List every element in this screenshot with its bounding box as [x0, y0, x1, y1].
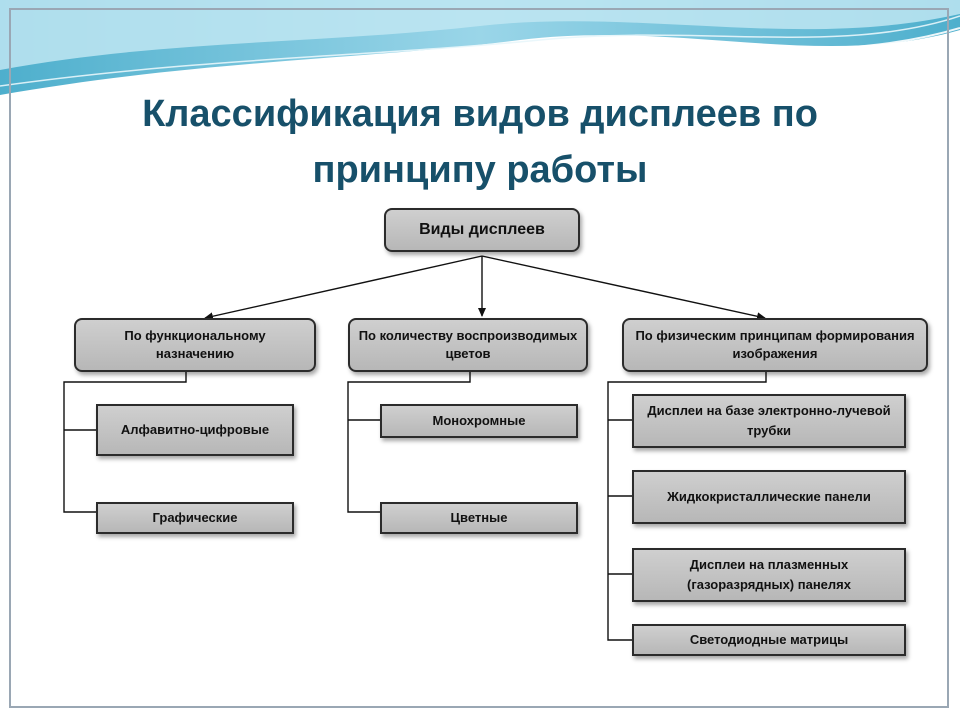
leaf-lcd: Жидкокристаллические панели [632, 470, 906, 524]
slide-frame [9, 8, 949, 708]
root-node: Виды дисплеев [384, 208, 580, 252]
category-physical: По физическим принципам формирования изо… [622, 318, 928, 372]
category-functional: По функциональному назначению [74, 318, 316, 372]
leaf-led: Светодиодные матрицы [632, 624, 906, 656]
leaf-alphanumeric: Алфавитно-цифровые [96, 404, 294, 456]
leaf-graphic: Графические [96, 502, 294, 534]
leaf-color: Цветные [380, 502, 578, 534]
leaf-monochrome: Монохромные [380, 404, 578, 438]
leaf-plasma: Дисплеи на плазменных (газоразрядных) па… [632, 548, 906, 602]
leaf-crt: Дисплеи на базе электронно-лучевой трубк… [632, 394, 906, 448]
header-wave-decoration [0, 0, 960, 101]
slide-title: Классификация видов дисплеев по принципу… [142, 93, 818, 191]
category-colors: По количеству воспроизводимых цветов [348, 318, 588, 372]
